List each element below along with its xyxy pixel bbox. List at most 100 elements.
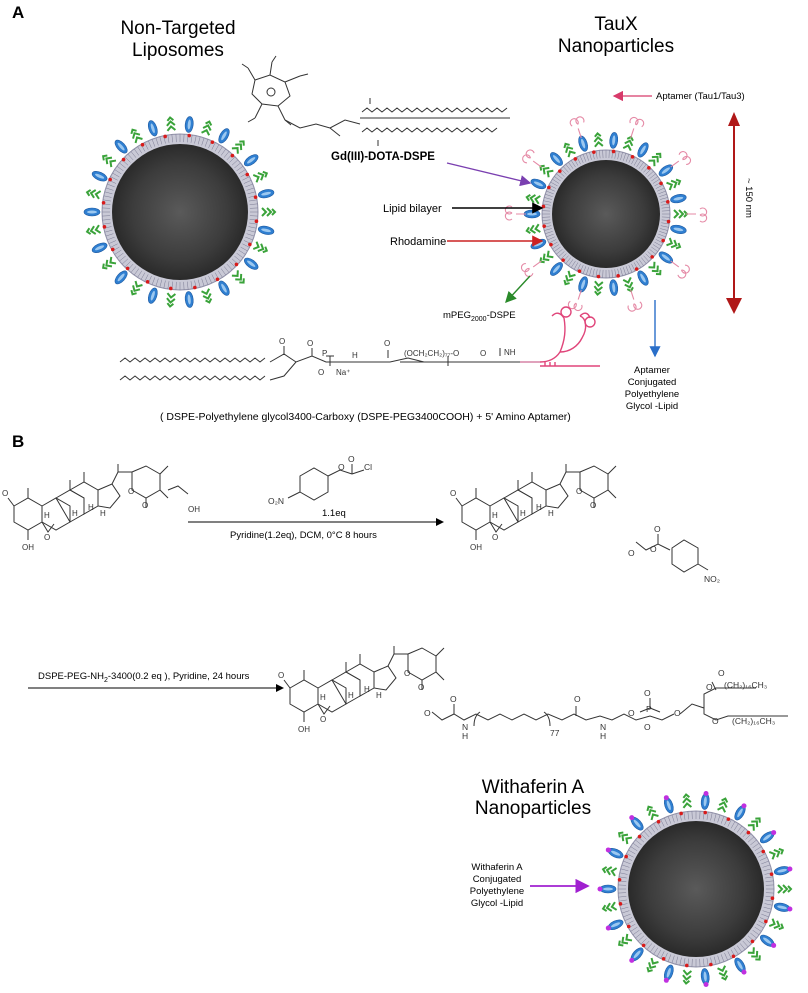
withaferin-label-line2: Conjugated — [473, 874, 522, 885]
peg-chain-icon — [593, 132, 604, 148]
rhodamine-dot-icon — [101, 200, 106, 205]
svg-text:O: O — [644, 722, 651, 732]
nanoparticle-core — [552, 160, 660, 268]
mpeg-label: mPEG2000-DSPE — [443, 310, 516, 323]
svg-text:O: O — [650, 544, 657, 554]
aptamer-conj-line1: Aptamer — [634, 365, 670, 376]
rhodamine-dot-icon — [761, 849, 766, 854]
aptamer-lipid-icon — [599, 884, 617, 894]
withaferin-dot-icon — [741, 969, 747, 975]
svg-text:O: O — [644, 688, 651, 698]
aptamer-icon — [569, 116, 585, 139]
panel-b-letter: B — [12, 432, 24, 451]
aptamer-lipid-icon — [734, 805, 746, 821]
withaferin-dot-icon — [597, 886, 603, 892]
aptamer-lipid-icon — [550, 152, 563, 166]
rhodamine-dot-icon — [666, 219, 671, 224]
rhodamine-dot-icon — [666, 200, 670, 204]
peg-chain-icon — [166, 292, 177, 308]
withaferin-dot-icon — [629, 957, 635, 963]
aptamer-conj-line2: Conjugated — [628, 377, 677, 388]
rhodamine-dot-icon — [108, 177, 112, 182]
peg-chain-icon — [85, 224, 102, 235]
peg-chain-icon — [231, 140, 245, 154]
peg-chain-icon — [777, 884, 793, 894]
rhodamine-dot-icon — [709, 962, 713, 967]
peg-chain-icon — [101, 154, 117, 168]
rhodamine-dot-icon — [656, 819, 661, 824]
aptamer-conj-line3: Polyethylene — [625, 389, 679, 400]
rhodamine-dot-icon — [573, 157, 578, 161]
peg-chain-icon — [768, 847, 785, 860]
peg-chain-icon — [130, 280, 143, 296]
aptamer-lipid-icon — [523, 209, 541, 219]
rhodamine-dot-icon — [650, 255, 654, 259]
withaferin-dot-icon — [787, 906, 793, 912]
rhodamine-dot-icon — [163, 134, 167, 139]
rhodamine-dot-icon — [611, 149, 616, 154]
peg-chain-icon — [666, 237, 682, 250]
svg-text:H: H — [548, 509, 554, 518]
svg-text:H: H — [320, 693, 326, 702]
rhodamine-dot-icon — [624, 854, 628, 859]
peg-chain-icon — [622, 135, 634, 152]
svg-text:O: O — [404, 669, 410, 678]
withaferin-dot-icon — [629, 815, 635, 821]
nanoparticle-core — [112, 144, 248, 280]
peg-chain-icon — [666, 178, 682, 191]
aptamer-icon — [686, 207, 708, 223]
svg-text:O: O — [590, 501, 596, 510]
peg-chain-icon — [648, 152, 662, 167]
aptamer-label: Aptamer (Tau1/Tau3) — [656, 91, 745, 102]
peg-chain-icon — [201, 120, 213, 136]
step1-conditions: Pyridine(1.2eq), DCM, 0°C 8 hours — [230, 530, 377, 541]
aptamer-lipid-icon — [147, 287, 158, 304]
svg-text:(OCH₂CH₂)₇₇-O: (OCH₂CH₂)₇₇-O — [404, 349, 459, 358]
aptamer-lipid-icon — [184, 116, 194, 133]
aptamer-icon — [522, 149, 542, 168]
rhodamine-dot-icon — [731, 954, 736, 959]
svg-text:OH: OH — [298, 725, 310, 734]
rhodamine-dot-icon — [230, 153, 235, 158]
peg-chain-icon — [593, 280, 604, 296]
bilayer-ticks — [618, 811, 774, 967]
reagent-amount: 1.1eq — [322, 508, 346, 519]
aptamer-icon — [629, 116, 645, 139]
withaferin-dot-icon — [741, 803, 747, 809]
rhodamine-dot-icon — [121, 157, 126, 162]
carbonate-atoms: O O O NO₂ — [628, 524, 720, 584]
rhodamine-dot-icon — [641, 943, 646, 948]
aptamer-lipid-icon — [530, 178, 547, 190]
rhodamine-dot-icon — [245, 172, 250, 177]
peg-chain-icon — [682, 793, 693, 809]
taux-nanoparticle — [504, 116, 708, 312]
svg-text:H: H — [364, 685, 370, 694]
aptamer-lipid-icon — [244, 154, 259, 167]
rhodamine-dot-icon — [647, 166, 651, 170]
aptamer-icon — [627, 289, 643, 312]
rhodamine-dot-icon — [769, 872, 774, 876]
rhodamine-dot-icon — [547, 185, 551, 190]
dspe-labels: O O P O Na⁺ H O (OCH₂CH₂)₇₇-O O NH — [279, 337, 516, 377]
peg-chain-icon — [231, 270, 245, 284]
svg-text:H: H — [462, 731, 468, 741]
rhodamine-dot-icon — [618, 902, 623, 906]
dspe-peg-aptamer-structure — [119, 346, 540, 381]
withaferin-dot-icon — [663, 977, 669, 983]
svg-text:(CH₂)₁₆CH₃: (CH₂)₁₆CH₃ — [724, 680, 767, 690]
peg-chain-icon — [747, 817, 761, 831]
rhodamine-dot-icon — [187, 133, 192, 138]
rhodamine-dot-icon — [661, 238, 665, 243]
aptamer-icon — [670, 151, 692, 168]
svg-text:Na⁺: Na⁺ — [336, 368, 350, 377]
peg-chain-icon — [648, 261, 662, 276]
svg-text:O: O — [384, 339, 390, 348]
withaferin-dot-icon — [605, 925, 611, 931]
lipid-bilayer-label: Lipid bilayer — [383, 203, 442, 215]
withaferin-title-line1: Withaferin A — [482, 777, 585, 798]
svg-text:H: H — [72, 509, 78, 518]
rhodamine-dot-icon — [684, 963, 689, 968]
peg-chain-icon — [252, 241, 269, 254]
